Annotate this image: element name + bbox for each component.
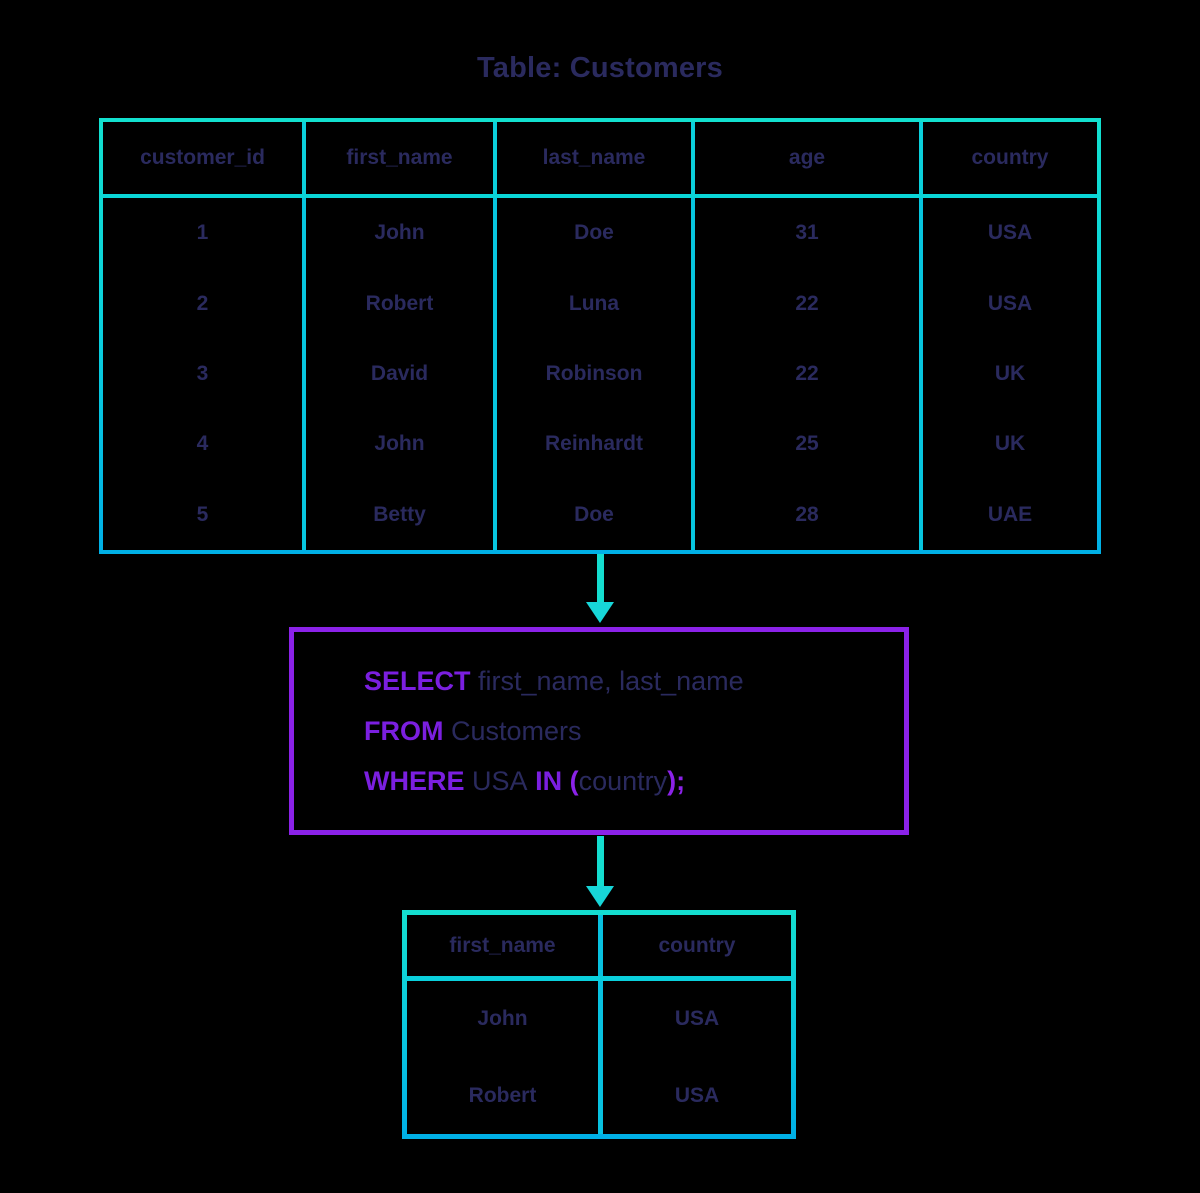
sql-keyword-select: SELECT	[364, 666, 471, 696]
result-table: first_name country John USA Robert USA	[402, 910, 796, 1139]
arrow-down-icon	[580, 554, 620, 626]
cell-age: 22	[695, 338, 923, 410]
cell-country: UAE	[987, 502, 1033, 526]
sql-open-paren: (	[569, 766, 579, 796]
cell-customer-id: 1	[103, 198, 306, 269]
column-header-first-name: first_name	[306, 122, 497, 194]
arrow-head	[586, 602, 614, 623]
cell-first-name: John	[306, 409, 497, 480]
cell-last-name: Luna	[497, 268, 695, 339]
cell-last-name: Doe	[497, 198, 695, 269]
cell-age: 22	[695, 268, 923, 339]
cell-last-name: Reinhardt	[497, 409, 695, 480]
column-header-age: age	[695, 122, 923, 194]
sql-space	[562, 766, 570, 796]
table-row: 1 John Doe 31 USA	[103, 198, 1097, 269]
cell-country: USA	[987, 291, 1033, 315]
cell-customer-id: 5	[103, 479, 306, 551]
cell-first-name: Robert	[306, 268, 497, 339]
cell-country: USA	[987, 221, 1033, 245]
result-cell-first-name: Robert	[407, 1057, 603, 1134]
sql-keyword-in: IN	[535, 766, 563, 796]
table-row: Robert USA	[407, 1057, 791, 1134]
result-table-body: John USA Robert USA	[407, 981, 791, 1134]
cell-first-name: John	[306, 198, 497, 269]
sql-from-table: Customers	[443, 716, 582, 746]
cell-age: 25	[695, 409, 923, 480]
table-row: 2 Robert Luna 22 USA	[103, 268, 1097, 339]
result-cell-first-name: John	[407, 981, 603, 1058]
column-header-customer-id: customer_id	[103, 122, 306, 194]
cell-age: 28	[695, 479, 923, 551]
source-table-header-row: customer_id first_name last_name age cou…	[103, 122, 1097, 198]
sql-space	[465, 766, 473, 796]
cell-last-name: Doe	[497, 479, 695, 551]
source-table: customer_id first_name last_name age cou…	[99, 118, 1101, 554]
table-row: 5 Betty Doe 28 UAE	[103, 479, 1097, 551]
query-line-where: WHERE USA IN (country);	[364, 756, 904, 806]
result-cell-country: USA	[674, 1007, 720, 1031]
sql-select-columns: first_name, last_name	[470, 666, 744, 696]
table-row: 4 John Reinhardt 25 UK	[103, 409, 1097, 480]
page-title: Table: Customers	[477, 52, 723, 84]
arrow-shaft	[597, 836, 604, 890]
result-table-header-row: first_name country	[407, 915, 791, 981]
arrow-head	[586, 886, 614, 907]
table-row: John USA	[407, 981, 791, 1058]
sql-close-paren: );	[667, 766, 686, 796]
cell-customer-id: 2	[103, 268, 306, 339]
cell-first-name: David	[306, 338, 497, 410]
result-cell-country: USA	[674, 1083, 720, 1107]
sql-keyword-from: FROM	[364, 716, 444, 746]
cell-customer-id: 4	[103, 409, 306, 480]
arrow-shaft	[597, 554, 604, 606]
cell-country: UK	[994, 362, 1026, 386]
sql-query-box: SELECT first_name, last_name FROM Custom…	[289, 627, 909, 835]
source-table-body: 1 John Doe 31 USA 2 Robert Luna 22 USA 3…	[103, 198, 1097, 551]
cell-country: UK	[994, 432, 1026, 456]
sql-space	[528, 766, 536, 796]
column-header-country: country	[971, 146, 1049, 169]
sql-where-column: country	[578, 766, 668, 796]
sql-keyword-where: WHERE	[364, 766, 465, 796]
arrow-down-icon	[580, 836, 620, 912]
sql-where-value: USA	[472, 766, 528, 796]
cell-customer-id: 3	[103, 338, 306, 410]
column-header-last-name: last_name	[497, 122, 695, 194]
result-column-header-first-name: first_name	[407, 915, 603, 976]
cell-first-name: Betty	[306, 479, 497, 551]
cell-last-name: Robinson	[497, 338, 695, 410]
table-row: 3 David Robinson 22 UK	[103, 338, 1097, 410]
query-line-from: FROM Customers	[364, 706, 904, 756]
query-line-select: SELECT first_name, last_name	[364, 656, 904, 706]
cell-age: 31	[695, 198, 923, 269]
result-column-header-country: country	[658, 933, 736, 957]
